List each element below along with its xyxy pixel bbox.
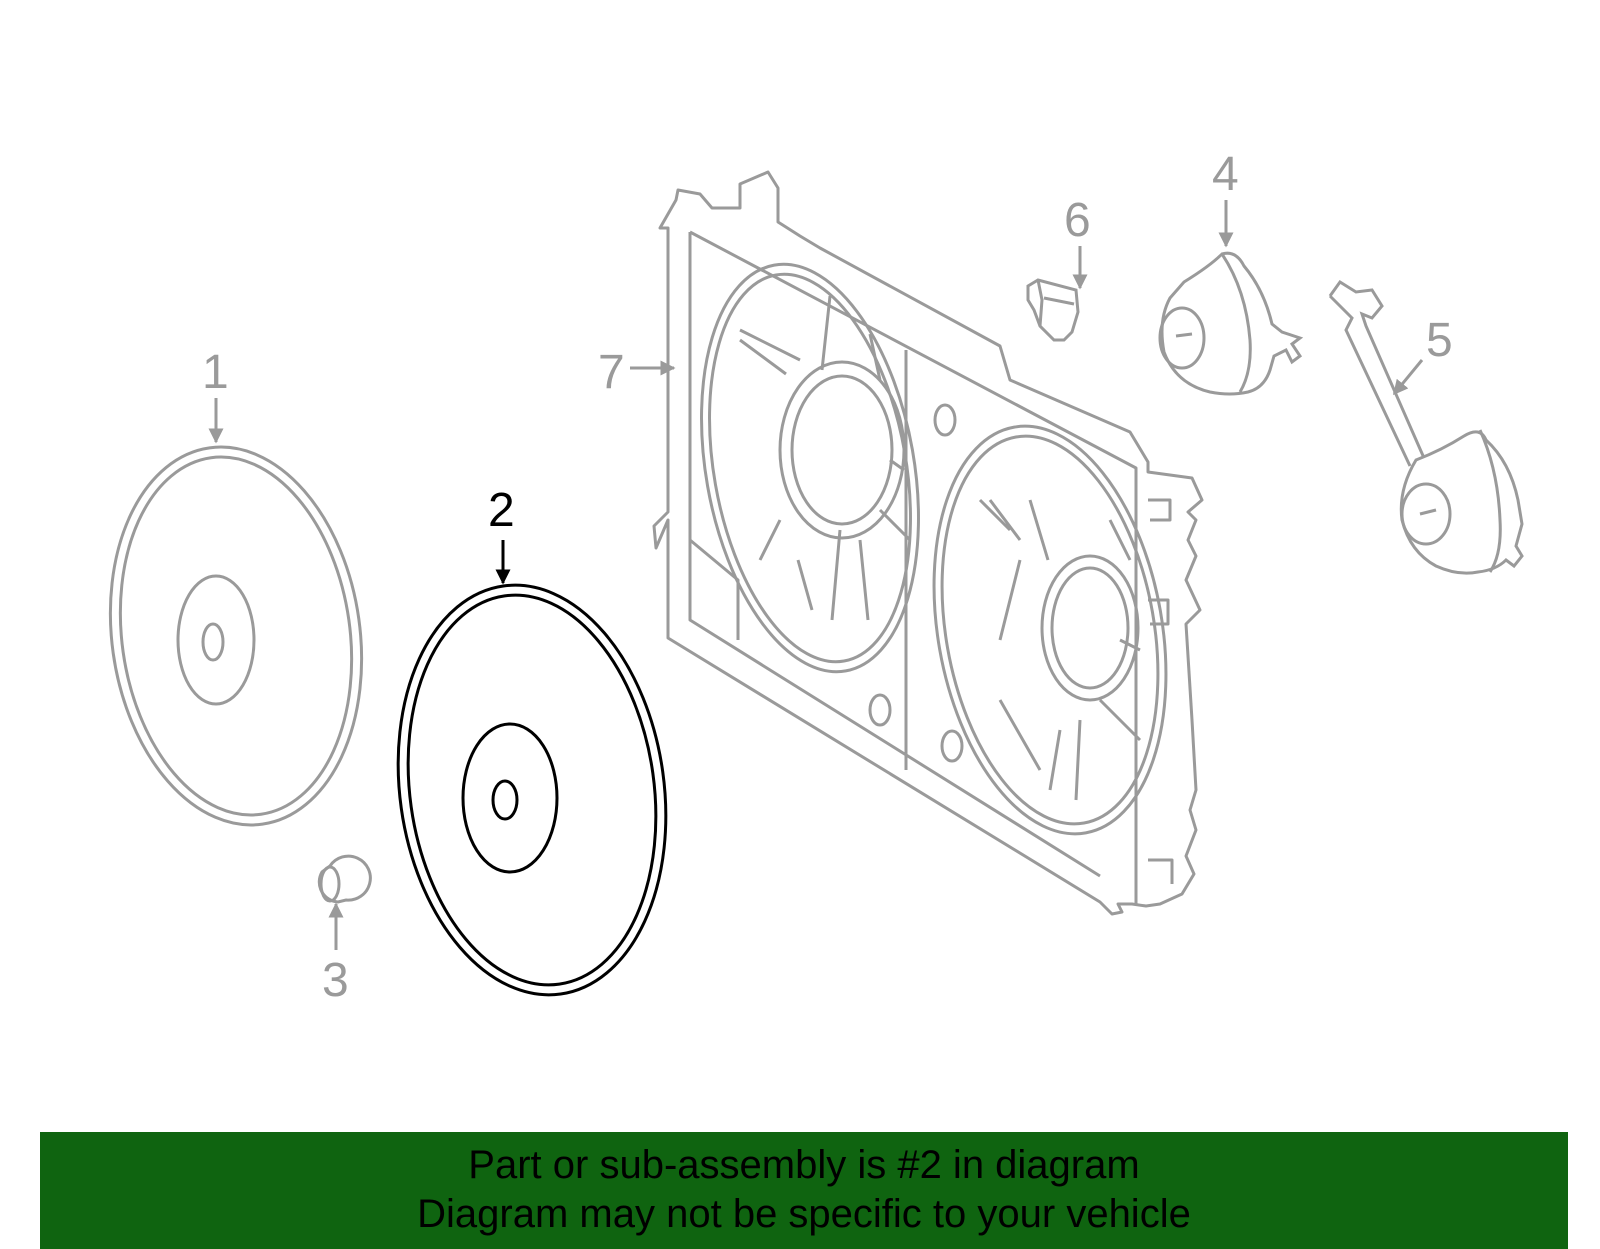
callout-label-1: 1 (202, 346, 229, 399)
callout-label-5: 5 (1426, 314, 1453, 367)
part-1-fan (108, 445, 364, 827)
part-7-shroud (652, 170, 1204, 916)
callout-5-arrow (1392, 359, 1424, 396)
part-6-connector (1026, 278, 1080, 342)
callout-label-3: 3 (322, 954, 349, 1007)
banner-line-disclaimer: Diagram may not be specific to your vehi… (417, 1192, 1191, 1236)
info-banner: Part or sub-assembly is #2 in diagram Di… (40, 1132, 1568, 1249)
banner-line-part-info: Part or sub-assembly is #2 in diagram (468, 1143, 1140, 1187)
part-2-fan[interactable] (373, 568, 692, 1013)
callout-label-7: 7 (598, 346, 625, 399)
callout-label-2[interactable]: 2 (488, 484, 515, 537)
part-3-cap (317, 854, 372, 904)
part-5-motor (1328, 279, 1524, 575)
callout-label-6: 6 (1064, 194, 1091, 247)
part-4-motor (1158, 251, 1304, 396)
callout-label-4: 4 (1212, 148, 1239, 201)
